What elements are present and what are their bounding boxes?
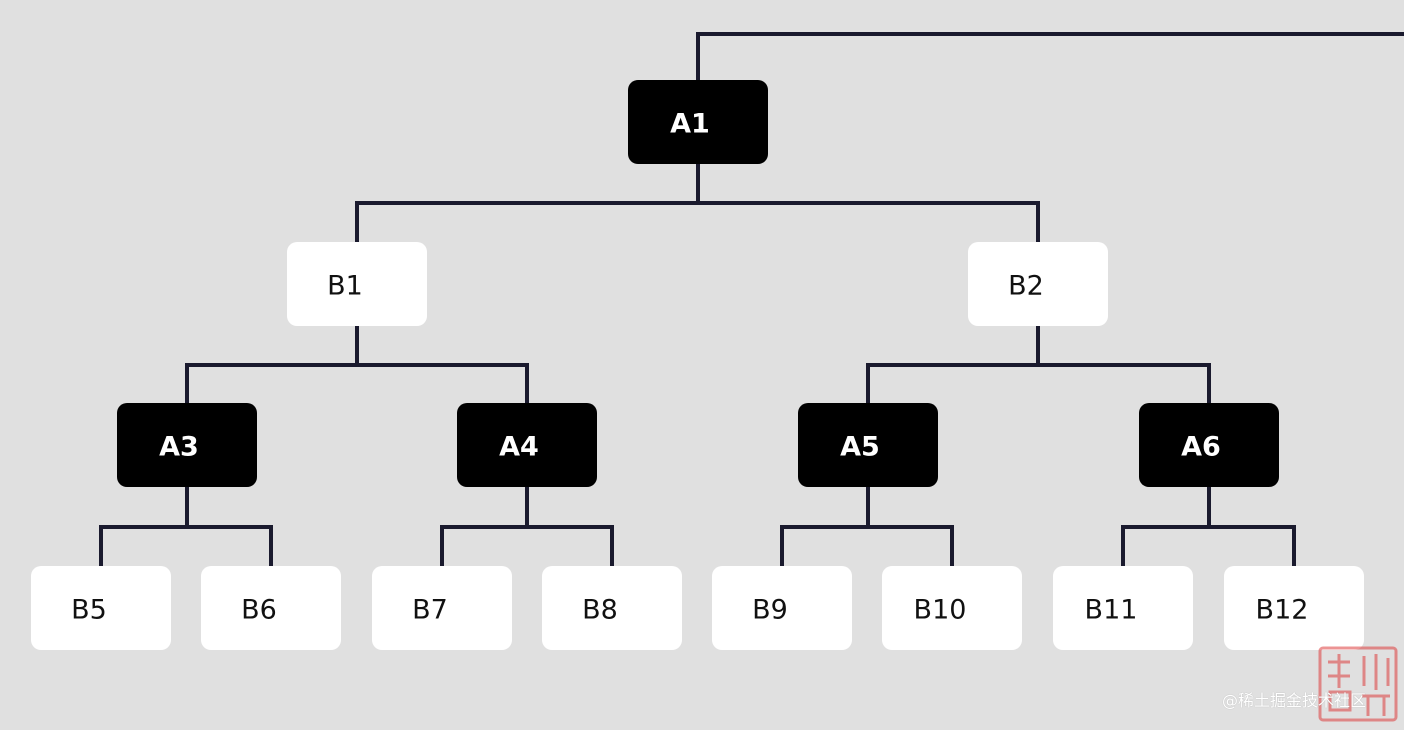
tree-node-a5: A5	[798, 403, 938, 487]
tree-node-a1: A1	[628, 80, 768, 164]
tree-node-a3: A3	[117, 403, 257, 487]
node-box	[1053, 566, 1193, 650]
node-label: B7	[412, 595, 448, 626]
node-box	[968, 242, 1108, 326]
node-label: B8	[582, 595, 618, 626]
node-label: B1	[327, 271, 363, 302]
tree-node-b11: B11	[1053, 566, 1193, 650]
seal-stamp-icon	[1318, 646, 1398, 722]
node-box	[31, 566, 171, 650]
tree-node-b6: B6	[201, 566, 341, 650]
node-box	[117, 403, 257, 487]
node-box	[1224, 566, 1364, 650]
node-box	[287, 242, 427, 326]
node-label: B6	[241, 595, 277, 626]
tree-node-a6: A6	[1139, 403, 1279, 487]
node-box	[628, 80, 768, 164]
node-label: A4	[499, 432, 539, 463]
tree-node-b8: B8	[542, 566, 682, 650]
node-label: A3	[159, 432, 199, 463]
node-box	[457, 403, 597, 487]
node-label: A5	[840, 432, 880, 463]
connector-lines	[99, 32, 1404, 568]
node-label: B5	[71, 595, 107, 626]
node-box	[201, 566, 341, 650]
node-box	[542, 566, 682, 650]
tree-node-b1: B1	[287, 242, 427, 326]
tree-node-b2: B2	[968, 242, 1108, 326]
tree-node-b7: B7	[372, 566, 512, 650]
node-label: B9	[752, 595, 788, 626]
node-label: B11	[1085, 595, 1138, 626]
node-label: B10	[914, 595, 967, 626]
tree-node-a4: A4	[457, 403, 597, 487]
node-box	[712, 566, 852, 650]
tree-node-b10: B10	[882, 566, 1022, 650]
node-label: B12	[1256, 595, 1309, 626]
node-label: A6	[1181, 432, 1221, 463]
node-box	[882, 566, 1022, 650]
tree-node-b9: B9	[712, 566, 852, 650]
watermark-text: @稀土掘金技术社区	[1222, 691, 1367, 710]
node-label: B2	[1008, 271, 1044, 302]
node-label: A1	[670, 109, 710, 140]
node-box	[1139, 403, 1279, 487]
tree-node-b12: B12	[1224, 566, 1364, 650]
node-box	[372, 566, 512, 650]
node-box	[798, 403, 938, 487]
tree-node-b5: B5	[31, 566, 171, 650]
